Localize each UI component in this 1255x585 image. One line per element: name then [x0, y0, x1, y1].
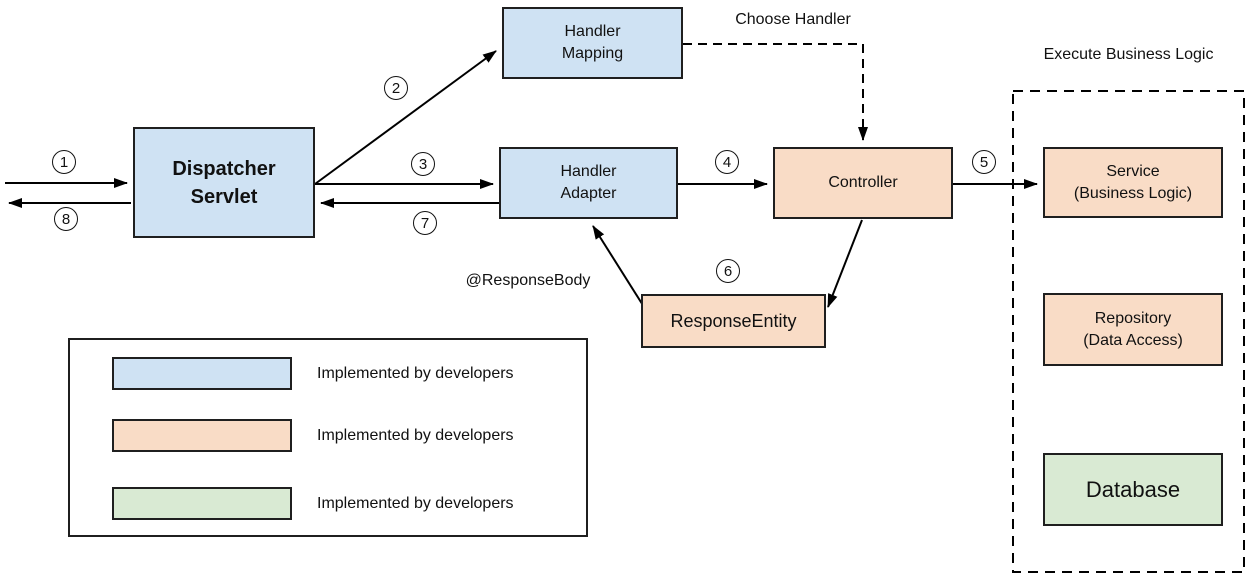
node-handler-mapping: Handler Mapping: [502, 7, 683, 79]
arrow-choose-handler-dashed: [683, 43, 868, 141]
legend-label-blue: Implemented by developers: [317, 364, 514, 382]
arrow-controller-to-responseentity: [827, 219, 863, 308]
step-badge-8: 8: [54, 207, 78, 231]
step-badge-5: 5: [972, 150, 996, 174]
legend-swatch-orange: [112, 419, 292, 452]
legend-label-orange: Implemented by developers: [317, 426, 514, 444]
step-badge-2: 2: [384, 76, 408, 100]
arrow-to-handler-mapping: [314, 50, 497, 185]
legend-label-green: Implemented by developers: [317, 494, 514, 512]
node-handler-adapter: Handler Adapter: [499, 147, 678, 219]
legend-swatch-blue: [112, 357, 292, 390]
legend-box: Implemented by developers Implemented by…: [68, 338, 588, 537]
step-badge-1: 1: [52, 150, 76, 174]
step-badge-6: 6: [716, 259, 740, 283]
node-service: Service (Business Logic): [1043, 147, 1223, 218]
choose-handler-label: Choose Handler: [735, 11, 851, 28]
step-badge-7: 7: [413, 211, 437, 235]
node-dispatcher-servlet: Dispatcher Servlet: [133, 127, 315, 238]
legend-swatch-green: [112, 487, 292, 520]
business-logic-group-title: Execute Business Logic: [1043, 46, 1214, 63]
node-response-entity: ResponseEntity: [641, 294, 826, 348]
step-badge-4: 4: [715, 150, 739, 174]
step-badge-3: 3: [411, 152, 435, 176]
node-controller: Controller: [773, 147, 953, 219]
node-database: Database: [1043, 453, 1223, 526]
node-repository: Repository (Data Access): [1043, 293, 1223, 366]
response-body-label: @ResponseBody: [465, 272, 591, 289]
